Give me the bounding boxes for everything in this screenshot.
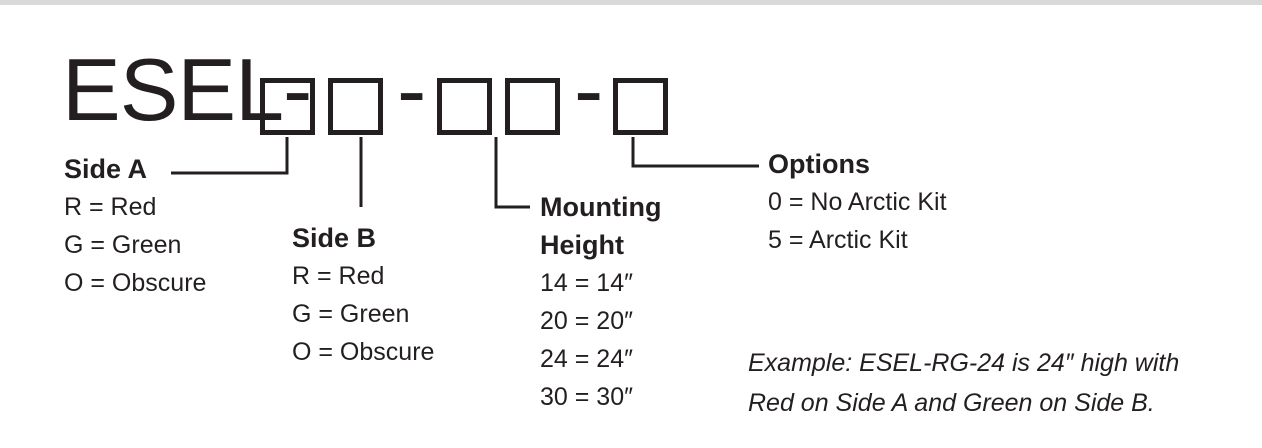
slot-side-b: [328, 78, 383, 135]
side-b-option: O = Obscure: [292, 338, 435, 366]
mounting-title-line1: Mounting: [540, 192, 662, 222]
side-a-title: Side A: [64, 154, 148, 184]
side-a-legend: Side A R = Red G = Green O = Obscure: [64, 150, 206, 302]
options-option: 0 = No Arctic Kit: [768, 188, 947, 216]
side-b-legend: Side B R = Red G = Green O = Obscure: [292, 219, 434, 371]
side-b-option: R = Red: [292, 262, 385, 290]
connector-mounting: [494, 137, 530, 209]
top-divider: [0, 0, 1262, 5]
code-separator-1: -: [397, 40, 427, 139]
slot-mounting-digit-2: [505, 78, 560, 135]
side-b-title: Side B: [292, 223, 377, 253]
options-option: 5 = Arctic Kit: [768, 226, 908, 254]
code-prefix: ESEL-: [62, 40, 312, 139]
mounting-height-option: 24 = 24″: [540, 345, 633, 373]
code-separator-2: -: [574, 40, 604, 139]
mounting-height-option: 14 = 14″: [540, 269, 633, 297]
mounting-height-option: 20 = 20″: [540, 307, 633, 335]
side-b-option: G = Green: [292, 300, 410, 328]
side-a-option: G = Green: [64, 231, 182, 259]
mounting-height-legend: Mounting Height 14 = 14″ 20 = 20″ 24 = 2…: [540, 188, 661, 416]
example-line-2: Red on Side A and Green on Side B.: [748, 389, 1155, 417]
side-a-option: O = Obscure: [64, 269, 207, 297]
connector-options: [631, 137, 759, 168]
example-note: Example: ESEL-RG-24 is 24″ high with Red…: [748, 343, 1179, 423]
example-line-1: Example: ESEL-RG-24 is 24″ high with: [748, 349, 1180, 377]
slot-options: [613, 78, 668, 135]
options-title: Options: [768, 149, 870, 179]
options-legend: Options 0 = No Arctic Kit 5 = Arctic Kit: [768, 145, 947, 259]
mounting-height-option: 30 = 30″: [540, 383, 633, 411]
mounting-title-line2: Height: [540, 230, 624, 260]
slot-side-a: [260, 78, 315, 135]
side-a-option: R = Red: [64, 193, 157, 221]
connector-side-a: [171, 137, 289, 175]
slot-mounting-digit-1: [437, 78, 492, 135]
